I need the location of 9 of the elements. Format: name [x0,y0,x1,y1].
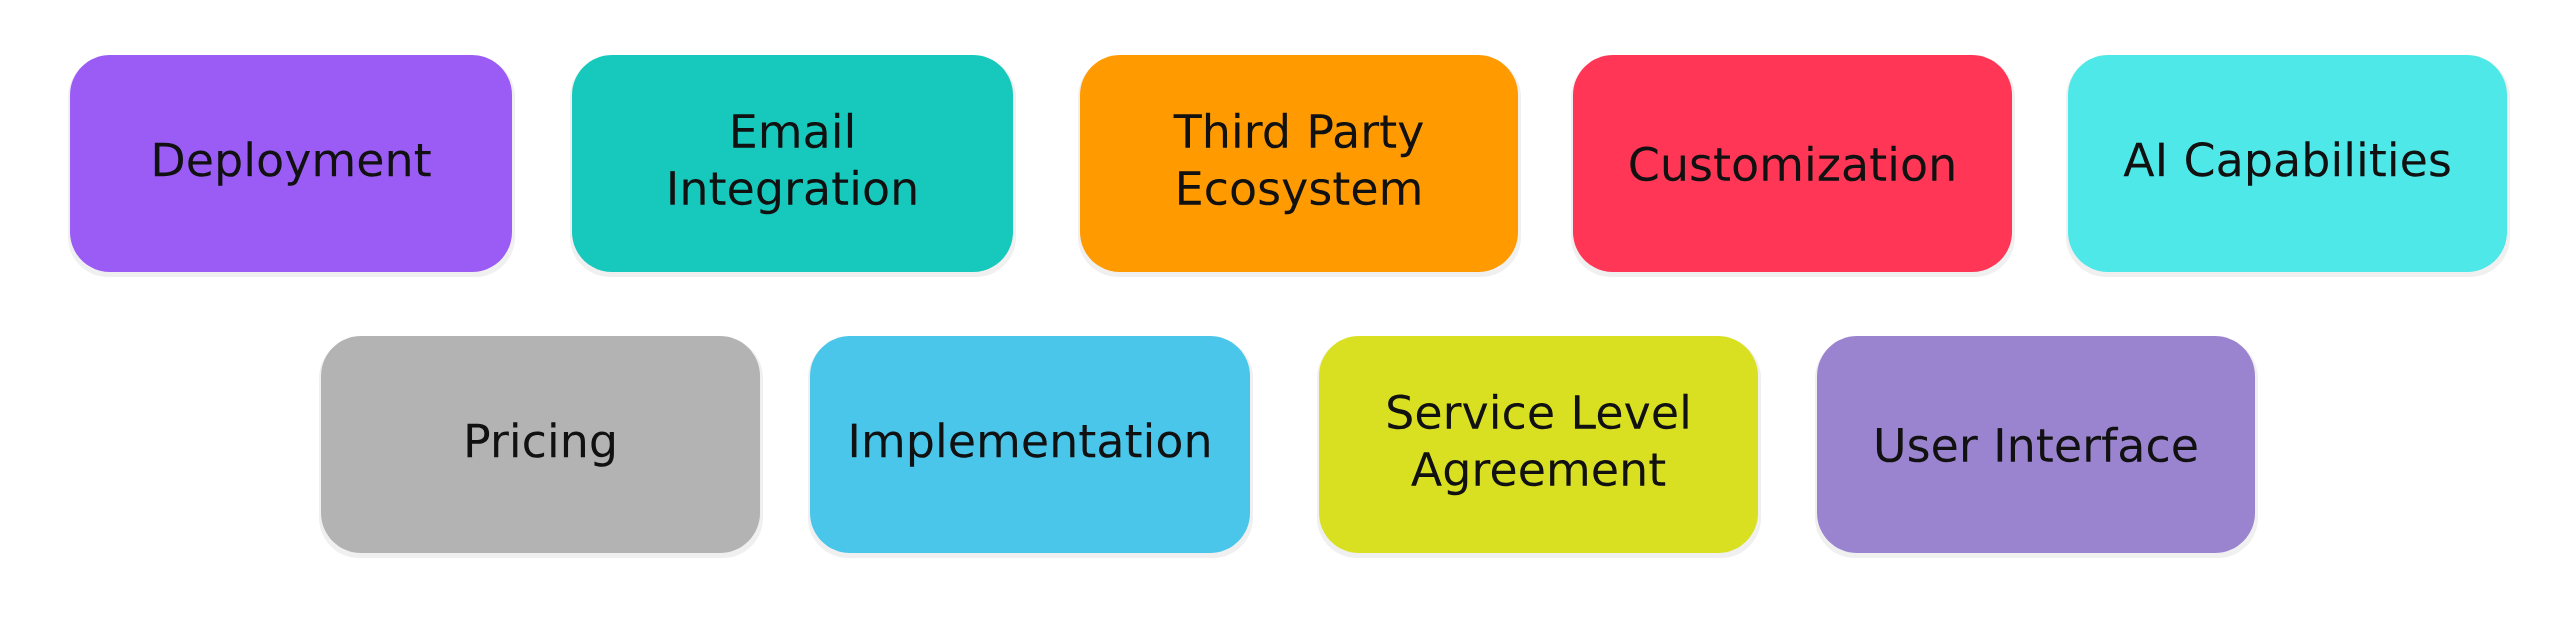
topic-box: Service Level Agreement [1317,336,1761,558]
topic-box: Deployment [68,55,515,277]
topic-box: AI Capabilities [2066,55,2510,277]
topic-box: User Interface [1815,336,2258,558]
topic-box: Implementation [808,336,1253,558]
topic-box: Customization [1571,55,2015,277]
topic-box: Third Party Ecosystem [1078,55,1521,277]
topic-box: Pricing [319,336,763,558]
topic-box: Email Integration [570,55,1016,277]
